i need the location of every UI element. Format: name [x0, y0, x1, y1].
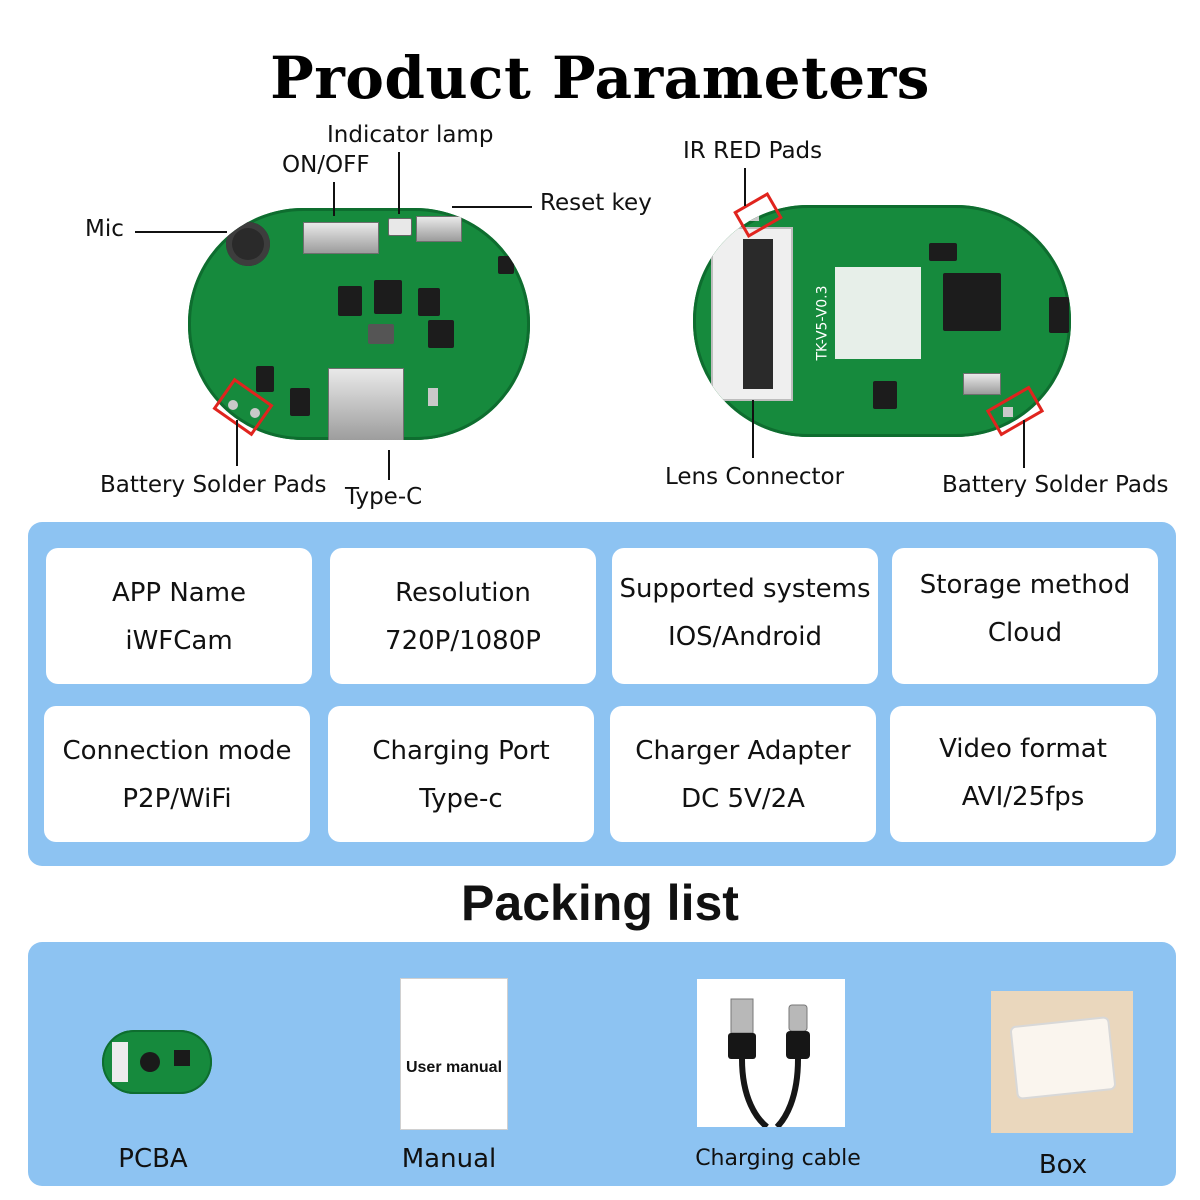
- param-card-storage-method: Storage method Cloud: [892, 548, 1158, 684]
- param-card-app-name: APP Name iWFCam: [46, 548, 312, 684]
- chip: [290, 388, 310, 416]
- label-reset-key: Reset key: [540, 190, 652, 216]
- param-label: Storage method: [919, 570, 1131, 600]
- leader-line: [744, 168, 746, 206]
- param-value: P2P/WiFi: [122, 784, 232, 814]
- connector: [112, 1042, 128, 1082]
- label-mic: Mic: [85, 216, 124, 242]
- param-value: iWFCam: [125, 626, 233, 656]
- param-card-charging-port: Charging Port Type-c: [328, 706, 594, 842]
- packing-label-box: Box: [1038, 1150, 1088, 1180]
- chip: [174, 1050, 190, 1066]
- type-c-port: [328, 368, 404, 440]
- param-card-video-format: Video format AVI/25fps: [890, 706, 1156, 842]
- param-label: Supported systems: [619, 574, 871, 604]
- leader-line: [388, 450, 390, 480]
- param-card-charger-adapter: Charger Adapter DC 5V/2A: [610, 706, 876, 842]
- leader-line: [752, 400, 754, 458]
- chip: [374, 280, 402, 314]
- param-label: Charger Adapter: [635, 736, 851, 766]
- pad: [250, 408, 260, 418]
- box-image: [991, 991, 1133, 1133]
- leader-line: [333, 182, 335, 216]
- pcb-front: [188, 208, 530, 440]
- param-label: Connection mode: [62, 736, 292, 766]
- parameters-panel: APP Name iWFCam Resolution 720P/1080P Su…: [28, 522, 1176, 866]
- packing-label-manual: Manual: [401, 1144, 497, 1174]
- packing-label-pcba: PCBA: [118, 1144, 188, 1174]
- param-label: Resolution: [395, 578, 531, 608]
- param-value: Type-c: [419, 784, 503, 814]
- leader-line: [452, 206, 532, 208]
- lens: [140, 1052, 160, 1072]
- param-label: Video format: [939, 734, 1107, 764]
- chip: [256, 366, 274, 392]
- param-value: 720P/1080P: [385, 626, 541, 656]
- lens-connector: [711, 227, 793, 401]
- shield-area: [835, 267, 921, 359]
- packing-label-charging-cable: Charging cable: [695, 1146, 861, 1171]
- chip: [1049, 297, 1069, 333]
- label-battery-pads-right: Battery Solder Pads: [942, 472, 1169, 498]
- plastic-box: [1009, 1015, 1117, 1101]
- label-ir-red-pads: IR RED Pads: [683, 138, 823, 164]
- chip: [368, 324, 394, 344]
- param-value: DC 5V/2A: [681, 784, 805, 814]
- pad: [228, 400, 238, 410]
- leader-line: [135, 231, 227, 233]
- chip: [929, 243, 957, 261]
- chip: [428, 320, 454, 348]
- packing-list-title: Packing list: [461, 875, 739, 931]
- main-chip: [943, 273, 1001, 331]
- leader-line: [398, 152, 400, 214]
- param-label: APP Name: [111, 578, 247, 608]
- chip: [338, 286, 362, 316]
- chip: [418, 288, 440, 316]
- label-indicator-lamp: Indicator lamp: [327, 122, 494, 148]
- pad: [1003, 407, 1013, 417]
- param-card-supported-systems: Supported systems IOS/Android: [612, 548, 878, 684]
- reset-button-part: [416, 216, 462, 242]
- param-value: AVI/25fps: [961, 782, 1085, 812]
- indicator-lamp: [388, 218, 412, 236]
- charging-cable-image: [697, 979, 845, 1127]
- packing-panel: PCBA User manual Manual Charging cable B…: [28, 942, 1176, 1186]
- pcba-image: [102, 1030, 212, 1094]
- manual-image: User manual: [401, 979, 507, 1129]
- param-value: Cloud: [987, 618, 1063, 648]
- label-type-c: Type-C: [345, 484, 423, 510]
- mic-icon: [226, 222, 270, 266]
- crystal: [963, 373, 1001, 395]
- param-card-resolution: Resolution 720P/1080P: [330, 548, 596, 684]
- pcb-back: TK-V5-V0.3: [693, 205, 1071, 437]
- label-on-off: ON/OFF: [282, 152, 370, 178]
- param-card-connection-mode: Connection mode P2P/WiFi: [44, 706, 310, 842]
- board-marking: TK-V5-V0.3: [814, 285, 831, 361]
- leader-line: [1023, 420, 1025, 468]
- chip: [873, 381, 897, 409]
- leader-line: [236, 420, 238, 466]
- pad: [749, 211, 759, 221]
- pad: [428, 388, 438, 406]
- label-battery-pads-left: Battery Solder Pads: [100, 472, 327, 498]
- manual-cover-text: User manual: [405, 1059, 503, 1076]
- page-title: Product Parameters: [270, 44, 930, 112]
- on-off-switch: [303, 222, 379, 254]
- chip: [498, 256, 514, 274]
- connector-slot: [743, 239, 773, 389]
- param-value: IOS/Android: [668, 622, 822, 652]
- label-lens-connector: Lens Connector: [665, 464, 845, 490]
- param-label: Charging Port: [372, 736, 550, 766]
- cable-icon: [728, 998, 810, 1127]
